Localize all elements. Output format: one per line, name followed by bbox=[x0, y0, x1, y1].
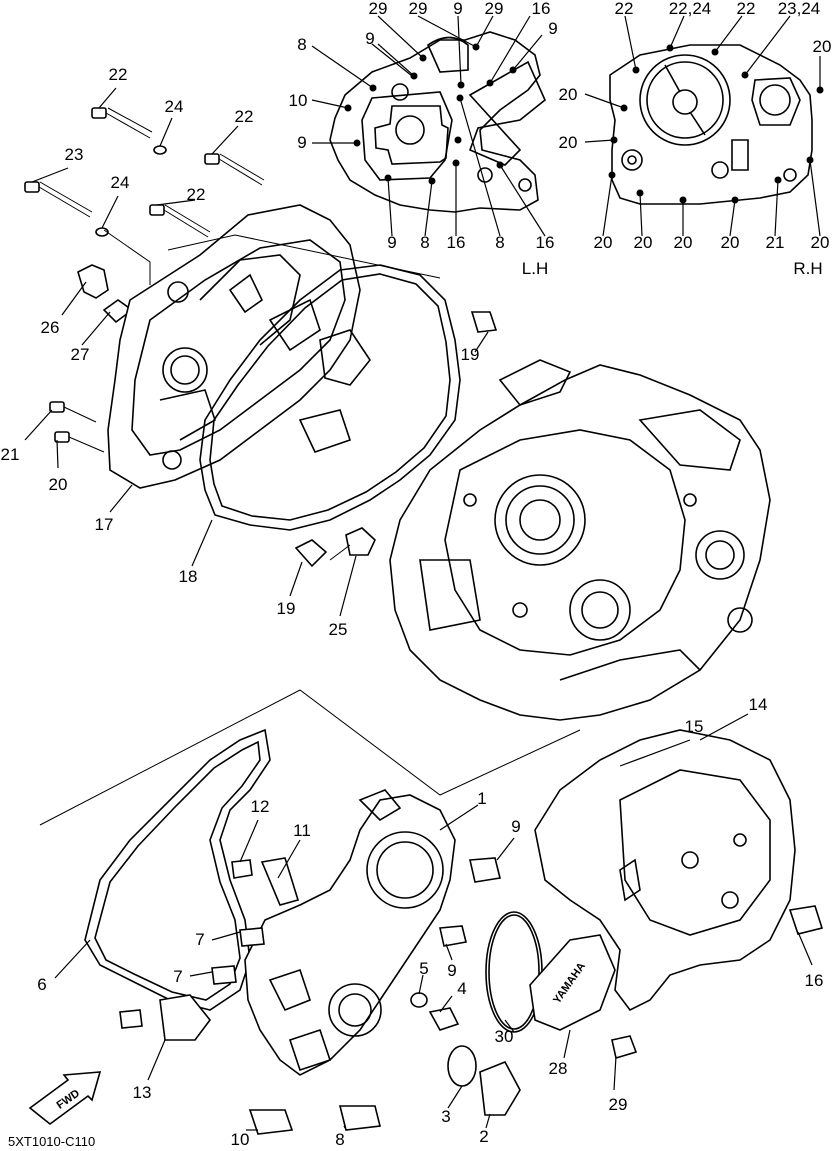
callout: 14 bbox=[749, 695, 768, 714]
leader-line bbox=[329, 544, 351, 561]
callout: 8 bbox=[297, 35, 306, 54]
lh-inset-cover bbox=[311, 15, 546, 237]
callout: 19 bbox=[277, 599, 296, 618]
side-label-rh: R.H bbox=[793, 259, 822, 278]
callout: 21 bbox=[1, 445, 20, 464]
callout: 28 bbox=[549, 1059, 568, 1078]
left-cover-leaders: 22 24 22 23 24 22 26 27 19 21 20 17 18 1… bbox=[1, 65, 489, 639]
callout: 29 bbox=[485, 0, 504, 18]
callout: 22 bbox=[737, 0, 756, 18]
left-crankcase-cover bbox=[107, 204, 361, 489]
callout: 9 bbox=[453, 0, 462, 18]
callout: 23 bbox=[65, 145, 84, 164]
callout: 9 bbox=[365, 29, 374, 48]
callout: 16 bbox=[536, 233, 555, 252]
callout: 22 bbox=[235, 107, 254, 126]
callout: 20 bbox=[559, 133, 578, 152]
callout: 8 bbox=[495, 233, 504, 252]
callout: 22 bbox=[187, 185, 206, 204]
small-parts bbox=[119, 857, 824, 1135]
callout: 15 bbox=[685, 717, 704, 736]
callout: 5 bbox=[419, 959, 428, 978]
callout: 22,24 bbox=[669, 0, 712, 18]
callout: 11 bbox=[293, 821, 311, 840]
callout: 7 bbox=[195, 930, 204, 949]
callout: 16 bbox=[805, 971, 824, 990]
callout: 20 bbox=[813, 37, 832, 56]
callout: 20 bbox=[674, 233, 693, 252]
callout: 20 bbox=[49, 475, 68, 494]
fwd-arrow: FWD bbox=[28, 1071, 102, 1126]
callout: 27 bbox=[71, 345, 90, 364]
callout: 20 bbox=[559, 85, 578, 104]
callout: 25 bbox=[329, 620, 348, 639]
callout: 20 bbox=[634, 233, 653, 252]
callout: 20 bbox=[594, 233, 613, 252]
callout: 29 bbox=[609, 1095, 628, 1114]
callout: 9 bbox=[511, 817, 520, 836]
callout: 24 bbox=[111, 173, 130, 192]
callout: 2 bbox=[479, 1127, 488, 1146]
rh-callouts: 22 22,24 22 23,24 20 20 20 20 20 20 20 2… bbox=[559, 0, 832, 278]
lh-callouts: 29 29 9 29 16 9 8 9 10 9 9 8 16 8 16 L.H bbox=[289, 0, 558, 278]
callout: 10 bbox=[289, 91, 308, 110]
callout: 4 bbox=[457, 979, 466, 998]
callout: 10 bbox=[231, 1130, 250, 1149]
callout: 29 bbox=[369, 0, 388, 18]
leader-line bbox=[167, 234, 441, 279]
callout: 26 bbox=[41, 318, 60, 337]
callout: 21 bbox=[766, 233, 785, 252]
leader-line bbox=[39, 689, 581, 826]
rh-inset-cover bbox=[584, 15, 824, 237]
callout: 8 bbox=[335, 1130, 344, 1149]
callout: 9 bbox=[548, 19, 557, 38]
callout: 1 bbox=[477, 789, 486, 808]
crankcase-cover-right bbox=[534, 729, 796, 1012]
callout: 17 bbox=[95, 515, 114, 534]
callout: 12 bbox=[251, 797, 270, 816]
callout: 18 bbox=[179, 567, 198, 586]
callout: 3 bbox=[441, 1107, 450, 1126]
callout: 9 bbox=[297, 133, 306, 152]
callout: 22 bbox=[109, 65, 128, 84]
callout: 20 bbox=[721, 233, 740, 252]
callout: 13 bbox=[133, 1083, 152, 1102]
callout: 16 bbox=[532, 0, 551, 18]
callout: 20 bbox=[811, 233, 830, 252]
callout: 29 bbox=[409, 0, 428, 18]
callout: 16 bbox=[447, 233, 466, 252]
callout: 22 bbox=[615, 0, 634, 18]
callout: 30 bbox=[495, 1027, 514, 1046]
callout: 9 bbox=[447, 961, 456, 980]
callout: 8 bbox=[420, 233, 429, 252]
left-cover-gasket bbox=[199, 264, 461, 531]
callout: 9 bbox=[387, 233, 396, 252]
lower-leaders: 1 9 15 14 12 11 7 7 6 9 5 4 30 13 28 29 … bbox=[37, 695, 823, 1149]
side-label-lh: L.H bbox=[522, 259, 548, 278]
callout: 7 bbox=[173, 967, 182, 986]
crankcase bbox=[389, 359, 771, 721]
generator-cover bbox=[244, 789, 456, 1076]
callout: 6 bbox=[37, 975, 46, 994]
diagram-code: 5XT1010-C110 bbox=[8, 1134, 95, 1149]
callout: 19 bbox=[461, 345, 480, 364]
callout: 23,24 bbox=[778, 0, 821, 18]
callout: 24 bbox=[165, 97, 184, 116]
